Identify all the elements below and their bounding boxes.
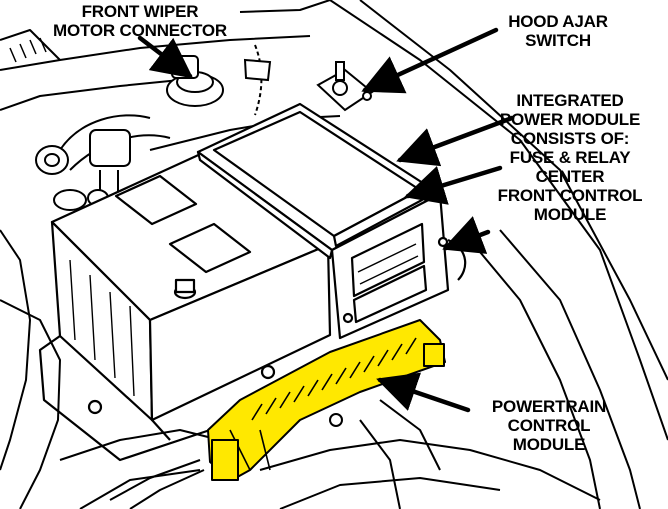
callout-line: CENTER: [535, 167, 605, 186]
arrow-front-wiper: [137, 35, 194, 79]
arrow-hood-ajar: [361, 27, 499, 94]
hood-ajar-switch-drawing: [316, 61, 374, 112]
callout-line: MODULE: [533, 205, 607, 224]
leader-arrows: [137, 27, 515, 413]
callout-line: POWERTRAIN: [491, 397, 607, 416]
callout-line: CONSISTS OF:: [510, 129, 630, 148]
callout-hood-ajar-switch: HOOD AJAR SWITCH: [488, 12, 628, 50]
arrow-pcm: [376, 372, 471, 413]
callout-front-wiper-motor-connector: FRONT WIPER MOTOR CONNECTOR: [34, 2, 246, 40]
callout-line: FRONT CONTROL: [497, 186, 643, 205]
arrow-front-control: [442, 216, 491, 254]
callout-line: MOTOR CONNECTOR: [53, 21, 227, 40]
callout-line: FUSE & RELAY: [509, 148, 631, 167]
callout-line: SWITCH: [525, 31, 591, 50]
callout-integrated-power-module: INTEGRATED POWER MODULE CONSISTS OF: FUS…: [472, 91, 668, 224]
callout-line: MODULE: [512, 435, 586, 454]
powertrain-control-module-drawing: [109, 319, 446, 509]
callout-line: HOOD AJAR: [508, 12, 608, 31]
callout-line: INTEGRATED: [516, 91, 624, 110]
callout-line: FRONT WIPER: [81, 2, 199, 21]
arrow-ipm-lid: [396, 115, 515, 167]
arrow-fuse-relay: [404, 165, 503, 205]
integrated-power-module-drawing: [196, 102, 467, 340]
callout-line: CONTROL: [507, 416, 591, 435]
callout-powertrain-control-module: POWERTRAIN CONTROL MODULE: [466, 397, 632, 454]
callout-line: POWER MODULE: [499, 110, 641, 129]
